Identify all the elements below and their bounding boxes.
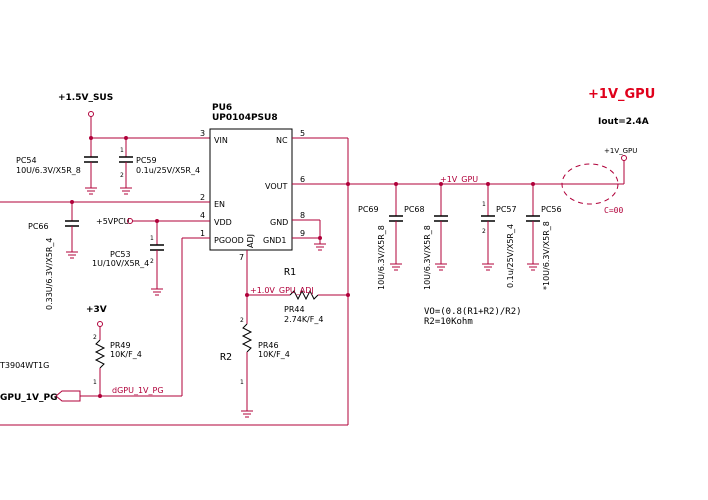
pr46-pin1: 1 [240, 379, 244, 386]
pin-num-3: 3 [200, 129, 205, 138]
pr49-val: 10K/F_4 [110, 350, 142, 359]
out-port [621, 155, 627, 161]
sus-port [88, 111, 94, 117]
pc59-val: 0.1u/25V/X5R_4 [136, 166, 200, 175]
pin-num-9: 9 [300, 229, 305, 238]
sus-label: +1.5V_SUS [58, 93, 113, 103]
pc57-pin2: 2 [482, 228, 486, 235]
pin-adj: ADJ [246, 234, 255, 248]
pr44-val: 2.74K/F_4 [284, 315, 323, 324]
out-net-label: +1V_GPU [440, 175, 478, 184]
vpcu-label: +5VPCU [96, 217, 130, 226]
pc53-val: 1U/10V/X5R_4 [92, 259, 149, 268]
pg-port-label: GPU_1V_PG [0, 393, 58, 403]
pin-num-7: 7 [239, 253, 244, 262]
pc59-pin1: 1 [120, 147, 124, 154]
pc53-pin2: 2 [150, 258, 154, 265]
res-pr49 [94, 339, 106, 369]
chip-ref: PU6 [212, 103, 232, 113]
pc56-ref: PC56 [541, 205, 562, 214]
pr46-ref: PR46 [258, 341, 279, 350]
dashed-ellipse [561, 163, 619, 205]
pc56-val: *10U/6.3V/X5R_8 [542, 221, 551, 290]
pin-num-4: 4 [200, 211, 205, 220]
pc53-pin1: 1 [150, 235, 154, 242]
pg-net-label: dGPU_1V_PG [112, 386, 164, 395]
v3-port [97, 321, 103, 327]
res-pr46 [241, 323, 253, 353]
cap-pc59 [119, 138, 133, 195]
pin-vin: VIN [214, 136, 228, 145]
pc59-ref: PC59 [136, 156, 157, 165]
cap-pc56 [526, 184, 540, 271]
cap-pc66 [65, 202, 79, 259]
pr49-pin2: 2 [93, 334, 97, 341]
pin-gnd: GND [270, 218, 288, 227]
res-pr44 [289, 289, 319, 301]
r2-value-note: R2=10Kohm [424, 317, 473, 327]
v3-label: +3V [86, 305, 107, 315]
pin-vout: VOUT [265, 182, 287, 191]
c-note: C=00 [604, 206, 623, 215]
adj-net-label: +1.0V_GPU_ADJ [250, 286, 314, 295]
cap-pc69 [389, 184, 403, 271]
pc57-ref: PC57 [496, 205, 517, 214]
pc69-ref: PC69 [358, 205, 379, 214]
iout-label: Iout=2.4A [598, 117, 649, 127]
pc54-ref: PC54 [16, 156, 37, 165]
chip-body [209, 128, 293, 251]
pin-num-8: 8 [300, 211, 305, 220]
pin-en: EN [214, 200, 225, 209]
r1-label: R1 [284, 267, 296, 278]
pc54-val: 10U/6.3V/X5R_8 [16, 166, 81, 175]
pin-gnd1: GND1 [263, 236, 286, 245]
pc57-val: 0.1u/25V/X5R_4 [506, 224, 515, 288]
pc53-ref: PC53 [110, 250, 131, 259]
pr46-val: 10K/F_4 [258, 350, 290, 359]
pc66-ref: PC66 [28, 222, 49, 231]
cap-pc54 [84, 138, 98, 195]
trans-label: T3904WT1G [0, 361, 49, 370]
pc68-val: 10U/6.3V/X5R_8 [423, 225, 432, 290]
pc59-pin2: 2 [120, 172, 124, 179]
pc69-val: 10U/6.3V/X5R_8 [377, 225, 386, 290]
pr49-ref: PR49 [110, 341, 131, 350]
pin-num-1: 1 [200, 229, 205, 238]
pg-port-arrow [55, 390, 81, 402]
pr49-pin1: 1 [93, 379, 97, 386]
pr44-ref: PR44 [284, 305, 305, 314]
out-port-label: +1V_GPU [604, 147, 637, 155]
pin-num-5: 5 [300, 129, 305, 138]
vo-formula: VO=(0.8(R1+R2)/R2) [424, 307, 522, 317]
cap-pc57 [481, 184, 495, 271]
rail-title: +1V_GPU [588, 87, 655, 102]
cap-pc68 [434, 184, 448, 271]
pr46-pin2: 2 [240, 317, 244, 324]
pc66-val: 0.33U/6.3V/X5R_4 [45, 238, 54, 310]
pin-num-2: 2 [200, 193, 205, 202]
pc68-ref: PC68 [404, 205, 425, 214]
pc57-pin1: 1 [482, 201, 486, 208]
pin-num-6: 6 [300, 175, 305, 184]
pin-nc: NC [276, 136, 288, 145]
pin-vdd: VDD [214, 218, 232, 227]
pin-pgood: PGOOD [214, 236, 244, 245]
r2-label: R2 [220, 352, 232, 363]
cap-pc53 [150, 221, 164, 296]
chip-part: UP0104PSU8 [212, 113, 278, 123]
